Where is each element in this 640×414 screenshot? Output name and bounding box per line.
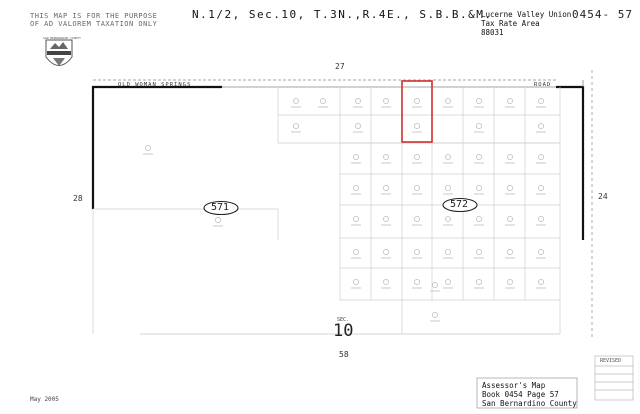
section-label: SEC. (337, 317, 350, 323)
parcel-marker (507, 216, 513, 222)
parcel-marker (320, 98, 326, 104)
parcel-marker (507, 249, 513, 255)
parcel-marker (476, 249, 482, 255)
assessor-book-page: Book 0454 Page 57 (482, 390, 559, 399)
adjoining-north: 27 (335, 62, 345, 71)
parcel-marker (476, 154, 482, 160)
highlighted-parcel (401, 80, 433, 143)
parcel-marker (432, 282, 438, 288)
parcel-marker (355, 98, 361, 104)
page-oval-571 (203, 200, 239, 216)
parcel-marker (538, 185, 544, 191)
parcel-marker (383, 154, 389, 160)
parcel-marker (383, 279, 389, 285)
parcel-marker (353, 154, 359, 160)
parcel-marker (414, 249, 420, 255)
parcel-marker (414, 216, 420, 222)
parcel-grid (92, 87, 561, 334)
tax-rate-area-code: 88031 (481, 28, 504, 37)
seal-text: SAN BERNARDINO COUNTY (43, 36, 81, 40)
assessor-info: Assessor's Map Book 0454 Page 57 San Ber… (482, 381, 577, 408)
parcel-marker (293, 123, 299, 129)
parcel-marker (293, 98, 299, 104)
disclaimer: THIS MAP IS FOR THE PURPOSE OF AD VALORE… (30, 12, 157, 28)
map-boundary (91, 85, 585, 240)
parcel-marker (383, 185, 389, 191)
tax-rate-area: Lucerne Valley Union Tax Rate Area 88031 (481, 10, 571, 37)
assessor-county: San Bernardino County (482, 399, 577, 408)
parcel-marker (445, 216, 451, 222)
parcel-marker (538, 216, 544, 222)
parcel-marker (414, 123, 420, 129)
parcel-marker (476, 98, 482, 104)
road-label-right: ROAD (534, 82, 552, 88)
parcel-marker (383, 98, 389, 104)
parcel-marker (476, 185, 482, 191)
section-number: 10 (333, 321, 354, 341)
assessor-title: Assessor's Map (482, 381, 546, 390)
map-date: May 2005 (30, 396, 59, 403)
map-title: N.1/2, Sec.10, T.3N.,R.4E., S.B.B.&M. (192, 8, 493, 21)
parcel-marker (414, 185, 420, 191)
revision-table (594, 355, 634, 401)
parcel-marker (353, 279, 359, 285)
parcel-marker (507, 98, 513, 104)
map-number: 0454- 57 (572, 8, 633, 21)
revision-label: REVISED (600, 358, 622, 364)
parcel-marker (414, 279, 420, 285)
page-number-571: 571 (211, 202, 230, 213)
parcel-marker (538, 279, 544, 285)
adjoining-east: 24 (598, 192, 608, 201)
parcel-marker (414, 154, 420, 160)
parcel-marker (353, 185, 359, 191)
parcel-marker (432, 312, 438, 318)
parcel-marker (445, 154, 451, 160)
parcel-marker (445, 98, 451, 104)
parcel-marker (476, 216, 482, 222)
parcel-marker (353, 249, 359, 255)
disclaimer-line-2: OF AD VALOREM TAXATION ONLY (30, 20, 158, 28)
parcel-marker (507, 185, 513, 191)
parcel-marker (383, 216, 389, 222)
assessor-box (476, 377, 578, 409)
parcel-marker (538, 98, 544, 104)
parcel-marker (538, 249, 544, 255)
parcel-marker (538, 154, 544, 160)
county-seal-icon (45, 39, 73, 66)
page-oval-572 (442, 197, 478, 213)
parcel-marker (414, 98, 420, 104)
tax-rate-area-label: Tax Rate Area (481, 19, 540, 28)
parcel-marker (476, 279, 482, 285)
parcel-marker (507, 279, 513, 285)
page-number-572: 572 (450, 199, 469, 210)
parcel-labels (143, 98, 546, 322)
parcel-marker (476, 123, 482, 129)
parcel-marker (445, 249, 451, 255)
parcel-marker (538, 123, 544, 129)
parcel-marker (353, 216, 359, 222)
tax-rate-area-district: Lucerne Valley Union (481, 10, 572, 19)
parcel-marker (355, 123, 361, 129)
road-label-left: OLD WOMAN SPRINGS (118, 82, 192, 88)
adjoining-west: 28 (73, 194, 83, 203)
parcel-marker (215, 217, 221, 223)
disclaimer-line-1: THIS MAP IS FOR THE PURPOSE (30, 12, 158, 20)
parcel-marker (445, 279, 451, 285)
parcel-marker (507, 154, 513, 160)
parcel-marker (445, 185, 451, 191)
adjoining-south: 58 (339, 350, 349, 359)
parcel-marker (145, 145, 151, 151)
parcel-marker (383, 249, 389, 255)
